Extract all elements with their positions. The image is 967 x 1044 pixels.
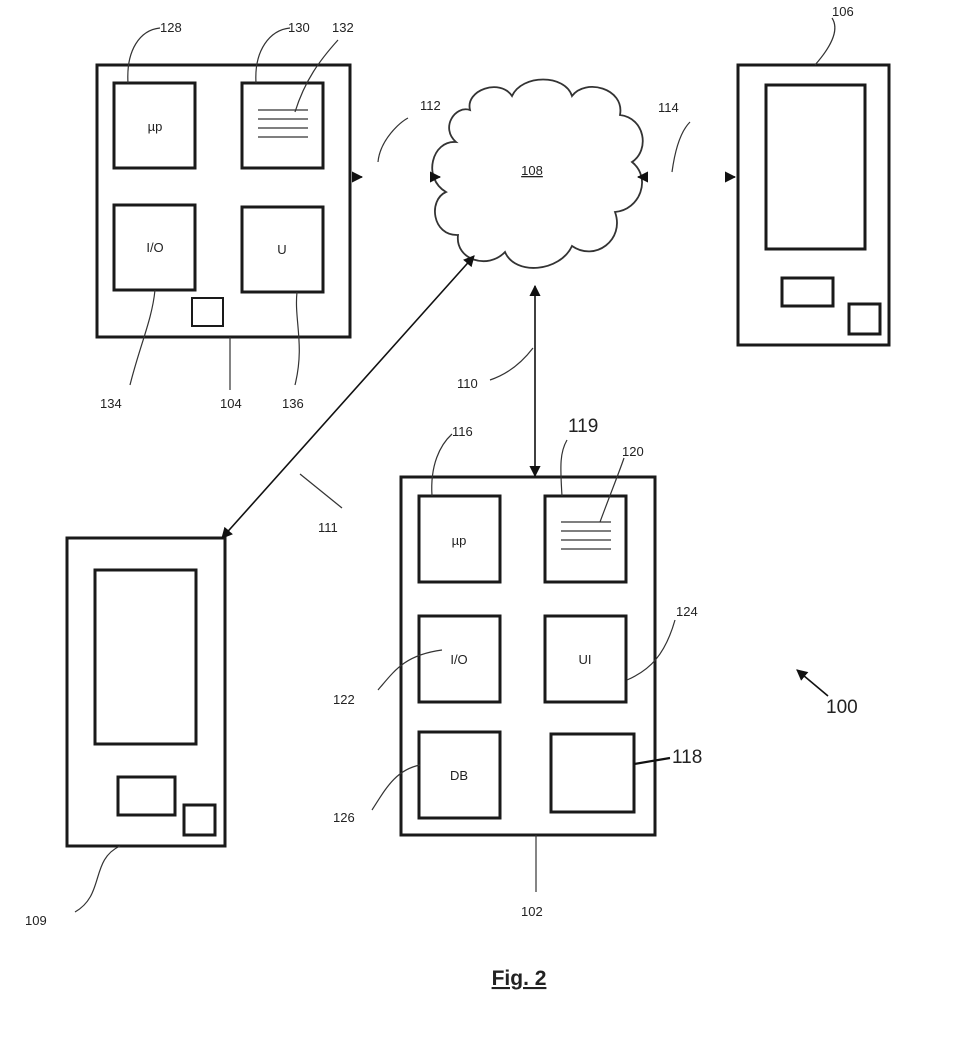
system-ref-label: 100: [826, 697, 858, 718]
device-109-screen: [95, 570, 196, 744]
server-102-db-label: DB: [450, 768, 468, 783]
device-106-key: [849, 304, 880, 334]
device-104-io-ref: 134: [100, 396, 122, 411]
server-102-ui-ref: 124: [676, 604, 698, 619]
server-102-io-ref: 122: [333, 692, 355, 707]
device-106-screen: [766, 85, 865, 249]
server-102-module: [551, 734, 634, 812]
device-104-ref: 104: [220, 396, 242, 411]
server-102-module-ref: 118: [672, 747, 702, 768]
server-102-processor-ref: 116: [452, 424, 473, 439]
device-104-ui-label: U: [277, 242, 286, 257]
device-104-button: [192, 298, 223, 326]
connection-104-ref: 112: [420, 98, 441, 113]
server-102-db-ref: 126: [333, 810, 355, 825]
server-102-ref: 102: [521, 904, 543, 919]
device-104-processor-label: µp: [148, 119, 163, 134]
server-102-io-label: I/O: [450, 652, 467, 667]
server-102: µp I/O UI DB 116 119 120 122 124 126 118: [333, 416, 702, 919]
device-109-button: [118, 777, 175, 815]
device-104-io-label: I/O: [146, 240, 163, 255]
server-102-processor-label: µp: [452, 533, 467, 548]
device-106: 106: [738, 4, 889, 345]
device-104: µp I/O U 128 130 132 134 104 136: [97, 20, 354, 411]
device-104-processor-ref: 128: [160, 20, 182, 35]
server-102-memory: [545, 496, 626, 582]
device-109-ref: 109: [25, 913, 47, 928]
device-104-memory-ref: 130: [288, 20, 310, 35]
server-102-memory-content-ref: 120: [622, 444, 644, 459]
device-106-ref: 106: [832, 4, 854, 19]
network-ref: 108: [521, 163, 543, 178]
connection-106-ref: 114: [658, 100, 679, 115]
figure-caption: Fig. 2: [492, 967, 547, 990]
device-109: 109: [25, 538, 225, 928]
device-109-key: [184, 805, 215, 835]
connection-102-ref: 110: [457, 376, 478, 391]
device-106-button: [782, 278, 833, 306]
connection-109-ref: 111: [318, 520, 338, 535]
network-cloud: 108: [432, 80, 643, 268]
device-104-memory: [242, 83, 323, 168]
server-102-ui-label: UI: [579, 652, 592, 667]
device-104-memory-content-ref: 132: [332, 20, 354, 35]
system-ref: 100: [797, 670, 858, 718]
device-104-ui-ref: 136: [282, 396, 304, 411]
server-102-memory-ref: 119: [568, 416, 598, 437]
